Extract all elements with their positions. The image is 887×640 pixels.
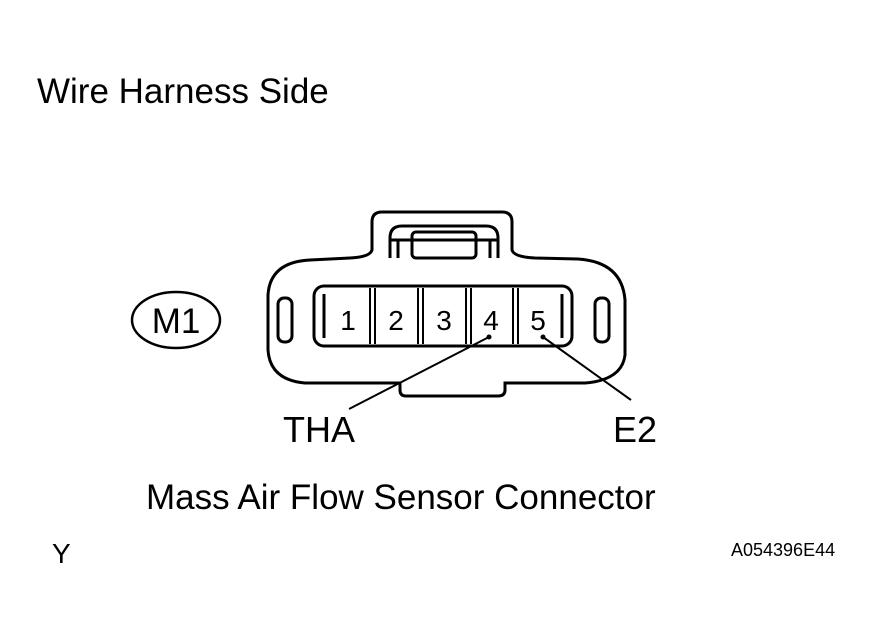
pin-number-5: 5 (530, 305, 546, 336)
pin-cavity (312, 284, 574, 348)
connector-latch (388, 224, 500, 260)
pin-number-3: 3 (436, 305, 452, 336)
diagram-title: Wire Harness Side (37, 72, 329, 111)
connector-code-ellipse (130, 290, 222, 350)
right-side-lock (593, 296, 611, 344)
pin-number-1: 1 (340, 305, 356, 336)
pin-label-tha: THA (283, 409, 355, 450)
leader-dot-e2 (540, 334, 546, 340)
connector-housing (266, 210, 627, 398)
pin-number-4: 4 (483, 305, 499, 336)
diagram-caption: Mass Air Flow Sensor Connector (146, 478, 656, 517)
pin-number-2: 2 (388, 305, 404, 336)
connector-code: M1 (152, 302, 201, 341)
figure-code: A054396E44 (731, 540, 836, 560)
leader-line-e2 (542, 336, 632, 401)
leader-dot-tha (486, 334, 492, 340)
left-side-lock (276, 296, 294, 344)
corner-mark: Y (52, 538, 71, 569)
leader-line-tha (348, 336, 490, 410)
pin-label-e2: E2 (613, 409, 658, 450)
pin-dividers (369, 288, 519, 344)
